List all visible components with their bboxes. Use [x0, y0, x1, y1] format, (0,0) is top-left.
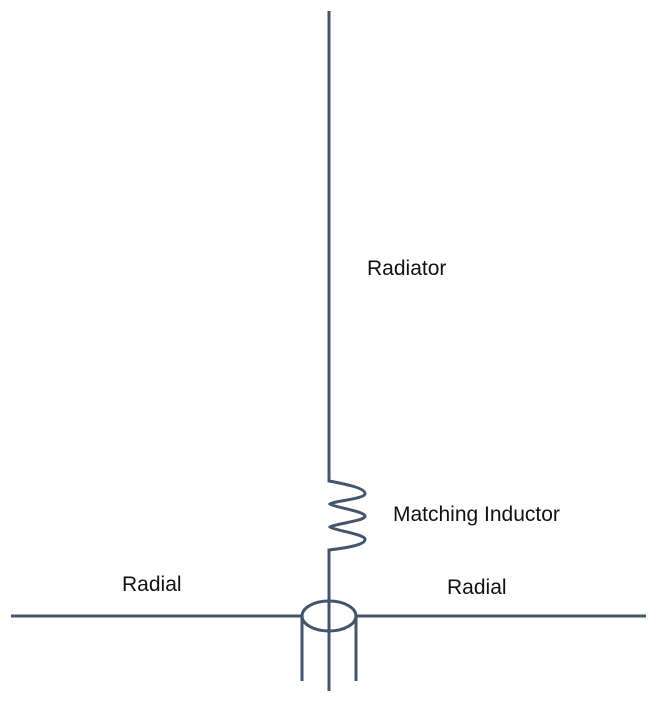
radiator-label: Radiator [367, 257, 447, 280]
matching-inductor-coil [327, 479, 367, 552]
radial-left-label: Radial [122, 573, 182, 596]
matching-inductor-label: Matching Inductor [393, 503, 560, 526]
radial-right-label: Radial [447, 576, 507, 599]
